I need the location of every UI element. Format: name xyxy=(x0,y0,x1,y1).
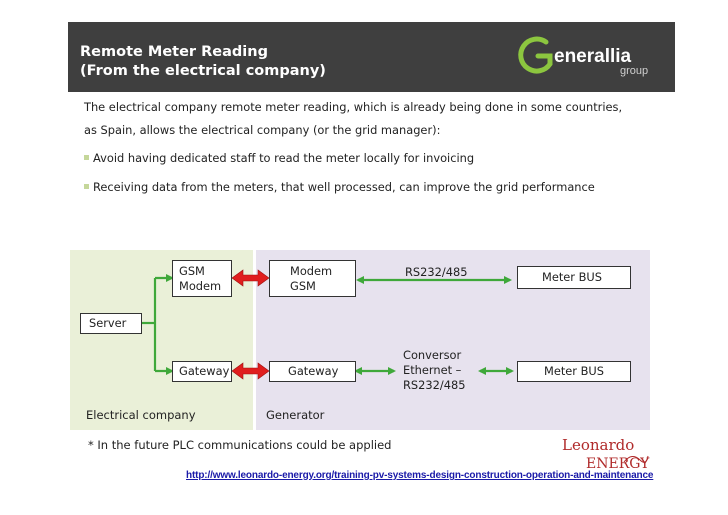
bullet-text-2: Receiving data from the meters, that wel… xyxy=(93,180,595,194)
gsm-modem-node: GSM Modem xyxy=(172,260,232,297)
intro-line-2: as Spain, allows the electrical company … xyxy=(84,123,441,137)
conversor-node: Conversor Ethernet – RS232/485 xyxy=(403,348,465,393)
leonardo-energy-logo: Leonardo ENERGY xyxy=(562,436,650,472)
header-bar: Remote Meter Reading (From the electrica… xyxy=(68,22,675,92)
intro-line-1: The electrical company remote meter read… xyxy=(84,100,623,114)
red-link-arrow-top xyxy=(231,269,270,287)
rs232-label: RS232/485 xyxy=(405,265,468,279)
modem-gsm-label-2: GSM xyxy=(290,279,316,293)
meter-bus-bottom-label: Meter BUS xyxy=(544,364,604,378)
leonardo-energy-link[interactable]: http://www.leonardo-energy.org/training-… xyxy=(186,470,654,481)
leonardo-logo-text-2: ENERGY xyxy=(586,456,650,472)
footnote: * In the future PLC communications could… xyxy=(88,438,392,452)
meter-bus-top-label: Meter BUS xyxy=(542,270,602,284)
bullet-square-icon xyxy=(84,184,89,189)
server-link-lines xyxy=(142,274,174,375)
electrical-company-label: Electrical company xyxy=(86,408,196,422)
meter-bus-bottom-node: Meter BUS xyxy=(517,361,631,382)
generalia-logo-text: enerallia xyxy=(554,46,632,67)
gsm-modem-label-1: GSM xyxy=(179,264,205,278)
gateway-left-label: Gateway xyxy=(179,364,230,378)
red-link-arrow-bottom xyxy=(231,362,270,380)
title-line-2: (From the electrical company) xyxy=(80,63,326,79)
bullet-item-1: Avoid having dedicated staff to read the… xyxy=(84,151,474,165)
gateway-left-node: Gateway xyxy=(172,361,232,382)
server-label: Server xyxy=(89,316,127,330)
meter-bus-top-node: Meter BUS xyxy=(517,266,631,289)
leonardo-logo-text-1: Leonardo xyxy=(562,436,634,454)
server-node: Server xyxy=(80,313,142,334)
generator-label: Generator xyxy=(266,408,325,422)
bullet-item-2: Receiving data from the meters, that wel… xyxy=(84,180,595,194)
conversor-label-1: Conversor xyxy=(403,348,462,362)
bullet-text-1: Avoid having dedicated staff to read the… xyxy=(93,151,475,165)
generalia-logo-subtext: group xyxy=(620,65,648,77)
gateway-right-node: Gateway xyxy=(269,361,356,382)
gateway-right-label: Gateway xyxy=(288,364,339,378)
generalia-logo: enerallia group xyxy=(518,36,648,77)
modem-gsm-node: Modem GSM xyxy=(269,260,356,297)
bullet-square-icon xyxy=(84,155,89,160)
conversor-label-2: Ethernet – xyxy=(403,363,462,377)
title-line-1: Remote Meter Reading xyxy=(80,44,268,60)
modem-gsm-label-1: Modem xyxy=(290,264,333,278)
page-title: Remote Meter Reading (From the electrica… xyxy=(80,43,326,81)
conversor-label-3: RS232/485 xyxy=(403,378,466,392)
gsm-modem-label-2: Modem xyxy=(179,279,222,293)
